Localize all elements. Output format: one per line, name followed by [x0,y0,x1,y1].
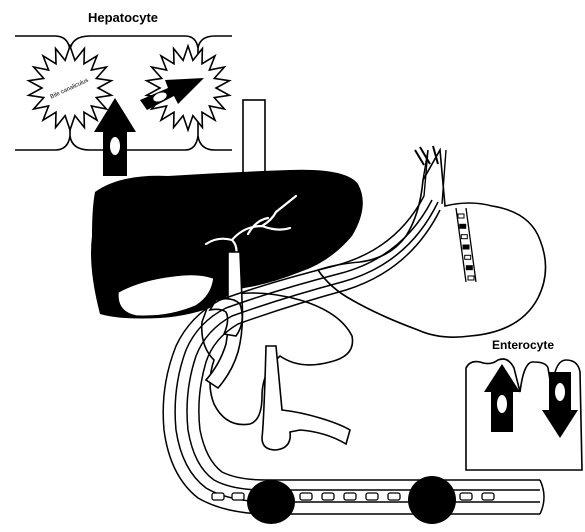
vessel-bead [463,245,469,249]
vessel-bead [460,224,466,228]
tube-bead [482,493,494,500]
vessel-bead [466,266,472,270]
ileal-node-right [408,476,456,524]
enterocyte-title: Enterocyte [492,338,554,352]
tube-bead [212,493,224,500]
vessel-bead [461,235,467,239]
ileal-node-left [247,480,295,524]
vessel-bead [465,255,471,259]
villi-chain [212,476,494,524]
bile-canaliculus-star: Bile canaliculus [29,46,112,130]
tube-bead [232,493,244,500]
tube-bead [366,493,378,500]
transporter-up-arrow-icon [94,98,136,176]
tube-bead [322,493,334,500]
hepatocyte-title: Hepatocyte [88,10,158,25]
tube-bead [460,493,472,500]
vessel-bead [468,276,474,280]
stomach [318,146,546,337]
tube-bead [344,493,356,500]
tube-bead [388,493,400,500]
tube-bead [300,493,312,500]
vessel-bead [458,214,464,218]
